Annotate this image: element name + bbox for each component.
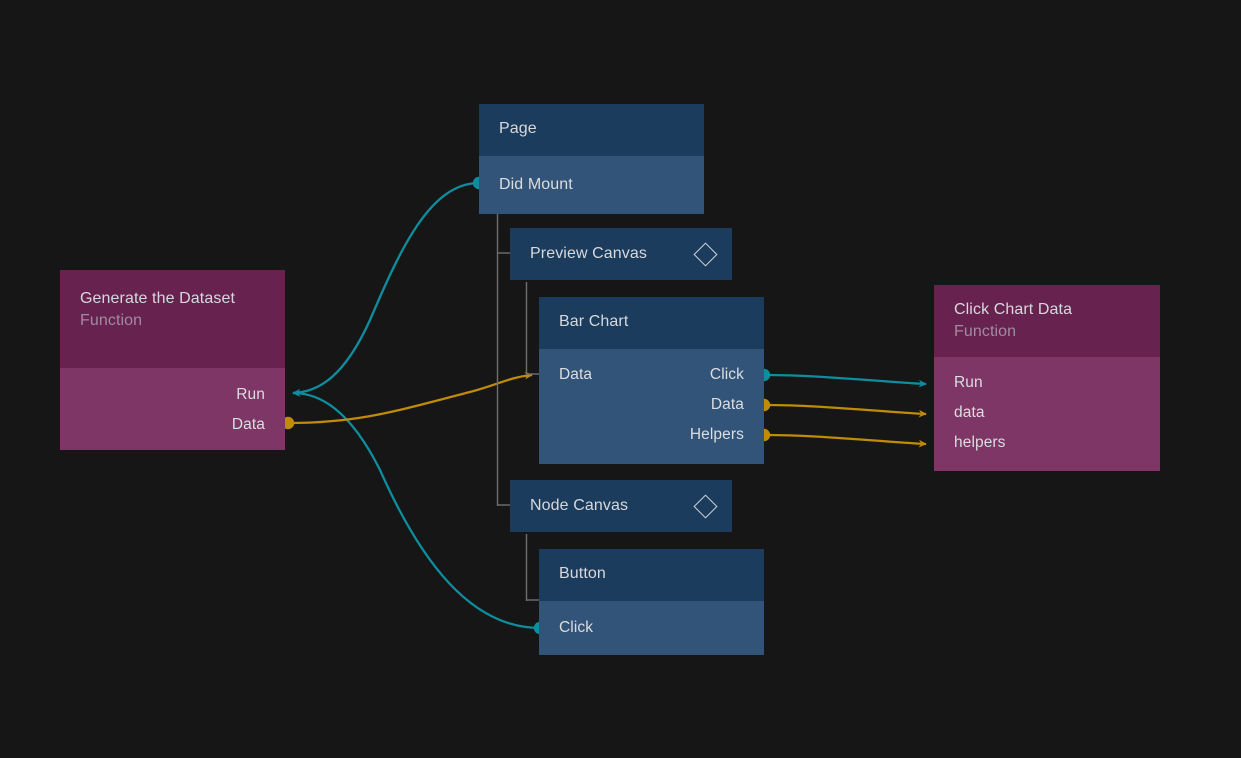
port-label: Helpers — [689, 426, 744, 443]
node-node-canvas[interactable]: Node Canvas — [510, 480, 732, 532]
port-run-input[interactable]: Run — [934, 368, 1160, 398]
node-body-bar-chart: Data Click Data Helpers — [539, 349, 764, 464]
node-title: Generate the Dataset — [80, 290, 235, 307]
edge-barchart-helpers-to-helpers — [763, 433, 927, 448]
port-label: helpers — [954, 434, 1006, 451]
node-body-page: Did Mount — [479, 156, 704, 214]
node-subtitle: Function — [80, 312, 143, 329]
node-header-click-chart-data: Click Chart Data Function — [934, 285, 1160, 357]
port-click-output[interactable]: Click — [539, 360, 764, 390]
node-header-button: Button — [539, 549, 764, 601]
node-body-click-chart-data: Run data helpers — [934, 357, 1160, 471]
node-page[interactable]: Page Did Mount — [479, 104, 704, 214]
node-body-button: Click — [539, 601, 764, 655]
edge-data-to-barchart-data — [287, 371, 533, 425]
port-label: Run — [954, 374, 983, 391]
node-title: Click Chart Data — [954, 301, 1073, 318]
node-bar-chart[interactable]: Bar Chart Data Click Data Helpers — [539, 297, 764, 464]
node-title: Button — [559, 565, 606, 582]
node-header-page: Page — [479, 104, 704, 156]
node-subtitle: Function — [954, 323, 1017, 340]
edge-barchart-data-to-data — [763, 403, 927, 418]
port-label: Data — [559, 366, 593, 383]
node-header-generate-the-dataset: Generate the Dataset Function — [60, 270, 285, 368]
port-click-output[interactable]: Click — [539, 601, 764, 655]
node-title: Preview Canvas — [530, 245, 648, 262]
port-helpers-input[interactable]: helpers — [934, 428, 1160, 458]
diamond-icon[interactable] — [693, 493, 718, 519]
port-label: Data — [231, 416, 265, 433]
edge-barchart-click-to-run — [763, 373, 927, 388]
port-data-input[interactable]: Data — [539, 360, 764, 390]
node-body-generate-the-dataset: Run Data — [60, 368, 285, 450]
node-header-node-canvas: Node Canvas — [510, 480, 732, 532]
node-title: Bar Chart — [559, 313, 629, 330]
edge-buttonclick-to-run — [292, 389, 541, 630]
port-label: Click — [709, 366, 744, 383]
port-data-output[interactable]: Data — [539, 390, 764, 420]
node-title: Node Canvas — [530, 497, 629, 514]
port-label: Run — [236, 386, 265, 403]
port-label: Data — [710, 396, 744, 413]
node-header-preview-canvas: Preview Canvas — [510, 228, 732, 280]
diamond-icon[interactable] — [693, 241, 718, 267]
node-preview-canvas[interactable]: Preview Canvas — [510, 228, 732, 280]
port-helpers-output[interactable]: Helpers — [539, 420, 764, 450]
port-run-output[interactable]: Run — [60, 380, 285, 410]
node-generate-the-dataset[interactable]: Generate the Dataset Function Run Data — [60, 270, 285, 450]
port-data-input[interactable]: data — [934, 398, 1160, 428]
node-click-chart-data[interactable]: Click Chart Data Function Run data helpe… — [934, 285, 1160, 471]
node-button[interactable]: Button Click — [539, 549, 764, 655]
port-label: data — [954, 404, 985, 421]
port-data-output[interactable]: Data — [60, 410, 285, 440]
node-header-bar-chart: Bar Chart — [539, 297, 764, 349]
port-label: Click — [559, 619, 594, 636]
edge-didmount-to-run — [292, 181, 480, 397]
port-did-mount-output[interactable]: Did Mount — [479, 156, 704, 214]
port-label: Did Mount — [499, 176, 573, 193]
node-title: Page — [499, 120, 537, 137]
